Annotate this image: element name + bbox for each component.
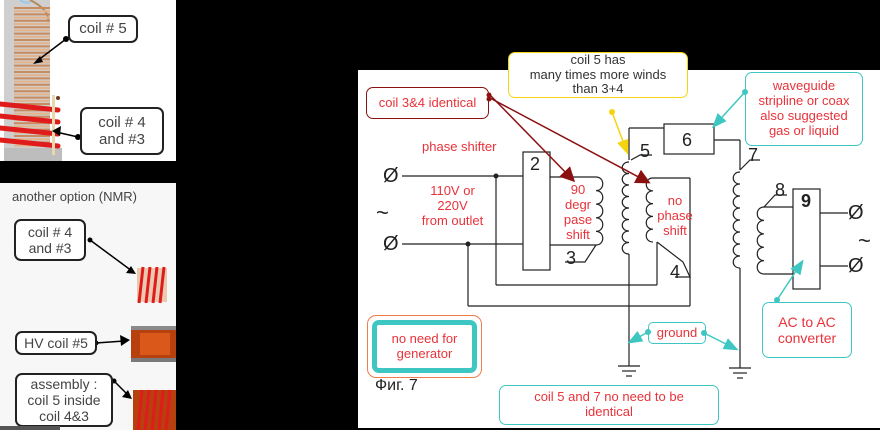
note-no-generator-outer: no need for generator bbox=[367, 315, 482, 378]
label-90-degree-shift: 90 degr pase shift bbox=[556, 182, 600, 243]
note-no-generator: no need for generator bbox=[372, 320, 477, 373]
note-line: coil 5 and 7 no need to be bbox=[534, 389, 684, 405]
callout-coil-4-3: coil # 4 and #3 bbox=[80, 107, 164, 155]
callout-assembly: assembly : coil 5 inside coil 4&3 bbox=[15, 373, 113, 427]
component-6: 6 bbox=[682, 130, 693, 150]
label-line: phase bbox=[657, 207, 693, 223]
callout-line: and #3 bbox=[99, 131, 145, 148]
note-coil-3-4-identical: coil 3&4 identical bbox=[366, 87, 489, 119]
label-source: 110V or 220V from outlet bbox=[410, 183, 495, 229]
assembly-coil-icon bbox=[133, 389, 176, 430]
note-ac-converter: AC to AC converter bbox=[762, 302, 852, 358]
note-line: stripline or coax bbox=[758, 93, 850, 109]
component-9: 9 bbox=[801, 191, 812, 211]
note-line: coil 5 has bbox=[570, 51, 626, 67]
callout-line: coil 5 inside bbox=[27, 391, 101, 408]
terminal-symbol: Ø bbox=[848, 202, 864, 224]
component-5: 5 bbox=[640, 141, 651, 161]
terminal-symbol: Ø bbox=[383, 233, 399, 255]
label-line: shift bbox=[663, 222, 687, 238]
figure-label: Фиг. 7 bbox=[375, 377, 418, 394]
coil-photo-panel: coil # 5 coil # 4 and #3 bbox=[0, 0, 176, 161]
note-coil-5-7: coil 5 and 7 no need to be identical bbox=[499, 385, 719, 425]
note-line: many times more winds bbox=[529, 66, 667, 82]
note-text: ground bbox=[656, 324, 698, 340]
component-4: 4 bbox=[670, 262, 681, 282]
callout-line: assembly : bbox=[30, 375, 98, 392]
callout-hv-coil: HV coil #5 bbox=[15, 331, 97, 355]
nmr-heading: another option (NMR) bbox=[12, 189, 137, 204]
label-line: 220V bbox=[437, 197, 468, 213]
label-line: 90 bbox=[570, 182, 586, 197]
callout-coil-5: coil # 5 bbox=[68, 15, 138, 43]
label-no-phase-shift: no phase shift bbox=[652, 193, 698, 239]
label-line: pase bbox=[563, 211, 593, 227]
ac-symbol: ~ bbox=[376, 200, 389, 225]
small-coil-icon bbox=[137, 266, 167, 304]
callout-line: coil # 4 bbox=[98, 113, 146, 131]
callout-hv-text: HV coil #5 bbox=[24, 334, 88, 351]
bottom-strip bbox=[0, 426, 60, 430]
terminal-symbol: Ø bbox=[383, 165, 399, 187]
label-line: no bbox=[667, 193, 683, 208]
nmr-coils-graphic bbox=[87, 237, 176, 430]
coil-photo-icon bbox=[0, 0, 81, 161]
component-2: 2 bbox=[530, 154, 541, 174]
ac-symbol: ~ bbox=[858, 228, 871, 253]
label-line: 110V or bbox=[430, 183, 475, 198]
component-3: 3 bbox=[566, 248, 577, 268]
note-line: than 3+4 bbox=[572, 81, 624, 97]
label-line: from outlet bbox=[421, 212, 484, 228]
note-waveguide: waveguide stripline or coax also suggest… bbox=[745, 72, 863, 146]
component-8: 8 bbox=[775, 180, 786, 200]
callout-line: and #3 bbox=[28, 240, 72, 256]
note-line: generator bbox=[396, 345, 453, 361]
note-line: AC to AC bbox=[778, 313, 836, 330]
label-line: degr bbox=[564, 196, 592, 212]
note-line: also suggested bbox=[760, 108, 848, 123]
note-line: waveguide bbox=[772, 78, 836, 94]
note-line: no need for bbox=[391, 330, 458, 346]
note-ground: ground bbox=[648, 322, 706, 344]
note-line: gas or liquid bbox=[768, 122, 840, 138]
terminal-symbol: Ø bbox=[848, 255, 864, 277]
note-text: coil 3&4 identical bbox=[378, 94, 477, 110]
callout-coil-5-text: coil # 5 bbox=[79, 20, 127, 38]
label-phase-shifter: phase shifter bbox=[422, 139, 497, 154]
label-line: shift bbox=[566, 226, 590, 242]
note-coil-5-winds: coil 5 has many times more winds than 3+… bbox=[508, 52, 688, 98]
callout-line: coil 4&3 bbox=[39, 408, 89, 425]
component-7: 7 bbox=[748, 145, 759, 165]
callout-nmr-coil-4-3: coil # 4 and #3 bbox=[14, 219, 86, 261]
hv-coil-icon bbox=[131, 326, 176, 362]
nmr-option-panel: another option (NMR) bbox=[0, 183, 176, 430]
note-line: converter bbox=[777, 330, 837, 346]
callout-line: coil # 4 bbox=[27, 223, 73, 240]
note-line: identical bbox=[585, 404, 633, 419]
